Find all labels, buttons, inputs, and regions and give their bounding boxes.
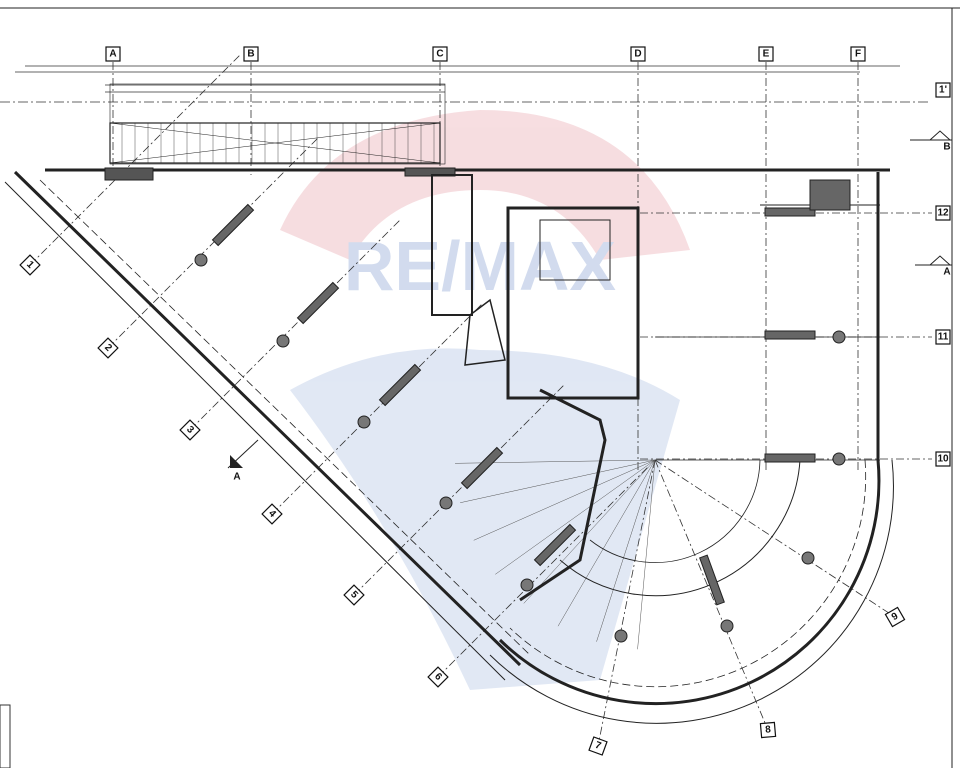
- radial-axis-line: [654, 459, 896, 618]
- row-axis-tag: 12: [935, 205, 951, 221]
- dimension-lines: [15, 65, 900, 93]
- diagonal-axis-line: [353, 384, 565, 596]
- diagonal-axis-tag: 4: [261, 503, 283, 525]
- wall-segments: [211, 179, 851, 606]
- svg-text:B: B: [943, 142, 950, 153]
- radial-ray: [523, 459, 656, 604]
- radial-axis-tag: 7: [588, 736, 608, 756]
- diagonal-axis-line: [437, 466, 649, 678]
- section-marker-a-right: A: [915, 255, 952, 278]
- column-axis-tag: F: [850, 46, 866, 62]
- radial-axis-line: [654, 459, 769, 731]
- svg-text:11: 11: [938, 332, 949, 343]
- radial-axis-tag: 9: [884, 606, 906, 628]
- column-axis-tag: B: [243, 46, 259, 62]
- svg-text:A: A: [109, 49, 116, 60]
- column-axis-tag: C: [432, 46, 448, 62]
- row-axis-tag: 1': [935, 82, 951, 98]
- diagonal-axis-line: [271, 303, 483, 515]
- row-axis-tag: 10: [935, 451, 951, 467]
- svg-text:C: C: [436, 49, 443, 60]
- radial-ray: [637, 459, 656, 650]
- diagonal-axis-tag: 6: [427, 666, 449, 688]
- entrance-canopy: [109, 83, 446, 165]
- radial-ray: [495, 459, 656, 575]
- diagonal-axis-tag: 1: [19, 254, 41, 276]
- svg-text:9: 9: [890, 611, 901, 624]
- column: [720, 619, 734, 633]
- svg-text:F: F: [855, 49, 861, 60]
- section-marker-b: B: [910, 130, 952, 153]
- svg-text:E: E: [763, 49, 770, 60]
- structural-columns: [194, 253, 846, 643]
- svg-text:8: 8: [765, 724, 772, 735]
- svg-text:12: 12: [937, 208, 949, 219]
- row-axis-tag: 11: [935, 329, 951, 345]
- column: [194, 253, 208, 267]
- column: [832, 330, 846, 344]
- diagonal-axis-tag: 5: [343, 584, 365, 606]
- building-walls: [4, 167, 894, 724]
- column-axis-tag: A: [105, 46, 121, 62]
- column: [357, 415, 371, 429]
- section-marker-a-left: A: [227, 439, 259, 483]
- column-axis-tag: E: [758, 46, 774, 62]
- svg-text:10: 10: [937, 454, 949, 465]
- radial-ray: [473, 459, 656, 541]
- watermark-text: RE/MAX: [344, 227, 617, 305]
- radial-ray: [557, 459, 656, 627]
- title-block-fragment: [0, 704, 11, 768]
- diagonal-axis-line: [189, 219, 401, 431]
- column: [832, 452, 846, 466]
- diagonal-axis-tag: 2: [97, 337, 119, 359]
- radial-ray: [596, 459, 656, 642]
- diagonal-axis-line: [107, 137, 319, 349]
- diagonal-axis-tag: 3: [179, 419, 201, 441]
- column: [276, 334, 290, 348]
- column: [520, 578, 534, 592]
- column: [439, 496, 453, 510]
- column: [614, 629, 628, 643]
- remax-watermark-logo: RE/MAX: [280, 110, 690, 690]
- svg-text:7: 7: [594, 740, 603, 752]
- column-axis-tag: D: [630, 46, 646, 62]
- svg-text:A: A: [233, 472, 240, 483]
- column: [801, 551, 815, 565]
- svg-text:1': 1': [939, 85, 947, 96]
- radial-ray: [460, 459, 656, 503]
- radial-axis-tag: 8: [759, 721, 777, 739]
- svg-text:A: A: [943, 267, 950, 278]
- svg-text:D: D: [634, 49, 641, 60]
- svg-text:B: B: [247, 49, 254, 60]
